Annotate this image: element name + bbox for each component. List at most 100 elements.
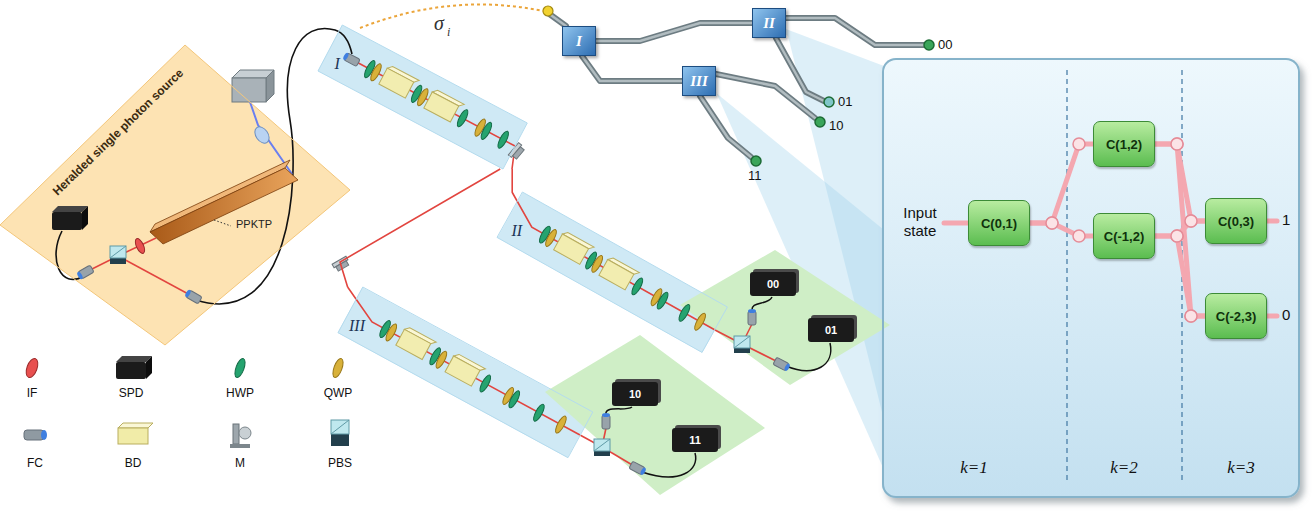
waveplate: [655, 291, 670, 311]
beam-layer: [348, 63, 778, 467]
legend-label: SPD: [119, 386, 144, 400]
region-border: [318, 25, 527, 169]
box-text: C(-1,2): [1104, 229, 1144, 244]
waveplate: [479, 121, 494, 141]
chip-stage: III: [682, 66, 716, 96]
box-text: C(-2,3): [1216, 309, 1256, 324]
optics-band: II: [497, 192, 727, 352]
fiber-coupler: [773, 357, 791, 372]
waveplate: [455, 108, 470, 128]
fiber-coupler: [629, 461, 647, 476]
waveguide: [596, 23, 752, 41]
part-name: PPKTP: [236, 218, 272, 230]
legend-label: IF: [27, 386, 38, 400]
coin-box: C(-2,3): [1205, 293, 1267, 339]
waveplate: [434, 350, 449, 370]
output-bit: 0: [1282, 306, 1290, 323]
region-outline: [0, 45, 350, 345]
band-numeral: I: [335, 55, 340, 73]
box-text: I: [576, 33, 582, 50]
state-symbol: σ: [434, 12, 444, 35]
waveplate: [507, 389, 522, 409]
coin-box: C(1,2): [1093, 121, 1155, 167]
legend-label: PBS: [328, 456, 352, 470]
region-outline: [318, 25, 527, 169]
photon-source-region: Heralded single photon source: [0, 45, 350, 345]
band-numeral: II: [511, 222, 522, 240]
region-fill: [338, 287, 593, 458]
region-fill: [0, 45, 350, 345]
fiber-coupler: [342, 52, 360, 67]
detector-box: 10: [612, 382, 658, 406]
detector-box: 11: [672, 428, 718, 452]
box-text: 10: [629, 388, 641, 400]
region-fill: [497, 192, 727, 352]
output-port: 10: [829, 118, 843, 133]
waveplate: [677, 303, 692, 323]
region-border: [0, 45, 350, 345]
mirror: [508, 143, 525, 161]
fiber-coupler: [602, 413, 610, 429]
waveplate: [693, 312, 708, 332]
fiber-coupler: [748, 309, 756, 325]
detector-box: 01: [808, 318, 854, 342]
laser-beam: [348, 287, 602, 447]
beam-path: [340, 169, 500, 287]
optics-band: I: [318, 25, 527, 169]
legend-label: BD: [125, 456, 142, 470]
lattice-path: [1030, 217, 1093, 242]
beam-displacer: [424, 88, 464, 123]
step-label: k=1: [960, 458, 988, 478]
waveplate: [384, 323, 399, 343]
waveguide: [582, 56, 682, 81]
region-outline: [497, 192, 727, 352]
legend-label: QWP: [324, 386, 353, 400]
beam-displacer: [396, 326, 436, 362]
optics-band: III: [338, 287, 593, 458]
coin-box: C(-1,2): [1093, 213, 1155, 259]
waveplate: [532, 403, 547, 423]
beam-path: [512, 169, 513, 192]
chip-stage: I: [562, 26, 596, 56]
chip-stage: II: [752, 8, 786, 38]
beam-splitter: [734, 336, 750, 353]
coin-box: C(0,1): [968, 200, 1030, 246]
detector-box: 00: [750, 272, 796, 296]
box-text: C(1,2): [1106, 137, 1142, 152]
legend-label: M: [235, 456, 245, 470]
step-label: k=3: [1227, 458, 1255, 478]
box-text: II: [763, 15, 775, 32]
input-label: Input state: [890, 204, 950, 240]
region-outline: [338, 287, 593, 458]
beam-splitter: [594, 439, 610, 456]
region-border: [497, 192, 727, 352]
step-label: k=2: [1110, 458, 1138, 478]
coin-box: C(0,3): [1205, 198, 1267, 244]
box-text: 00: [767, 278, 779, 290]
beam-displacer: [445, 353, 485, 389]
output-bit: 1: [1282, 211, 1290, 228]
band-numeral: III: [349, 317, 365, 335]
output-port: 00: [938, 37, 952, 52]
laser-beam: [357, 63, 515, 170]
inset-panel: Input state k=1 k=2 k=3 C(0,1) C(1,2) C(-1,2) C…: [882, 58, 1300, 498]
legend-label: HWP: [226, 386, 254, 400]
waveplate: [496, 130, 511, 150]
legend-label: FC: [27, 456, 43, 470]
output-port: 01: [838, 94, 852, 109]
waveplate: [630, 277, 645, 297]
box-text: C(0,1): [981, 216, 1017, 231]
region-border: [338, 287, 593, 458]
lattice-path: [1155, 138, 1205, 322]
box-text: 01: [825, 324, 837, 336]
box-text: C(0,3): [1218, 214, 1254, 229]
laser-beam: [512, 192, 742, 344]
box-text: 11: [689, 434, 701, 446]
lattice-path: [1155, 230, 1205, 322]
state-subscript: i: [447, 25, 450, 40]
region-title: Heralded single photon source: [50, 66, 186, 198]
lattice-path: [1030, 138, 1093, 229]
waveplate: [478, 374, 493, 394]
waveplate: [554, 415, 569, 435]
